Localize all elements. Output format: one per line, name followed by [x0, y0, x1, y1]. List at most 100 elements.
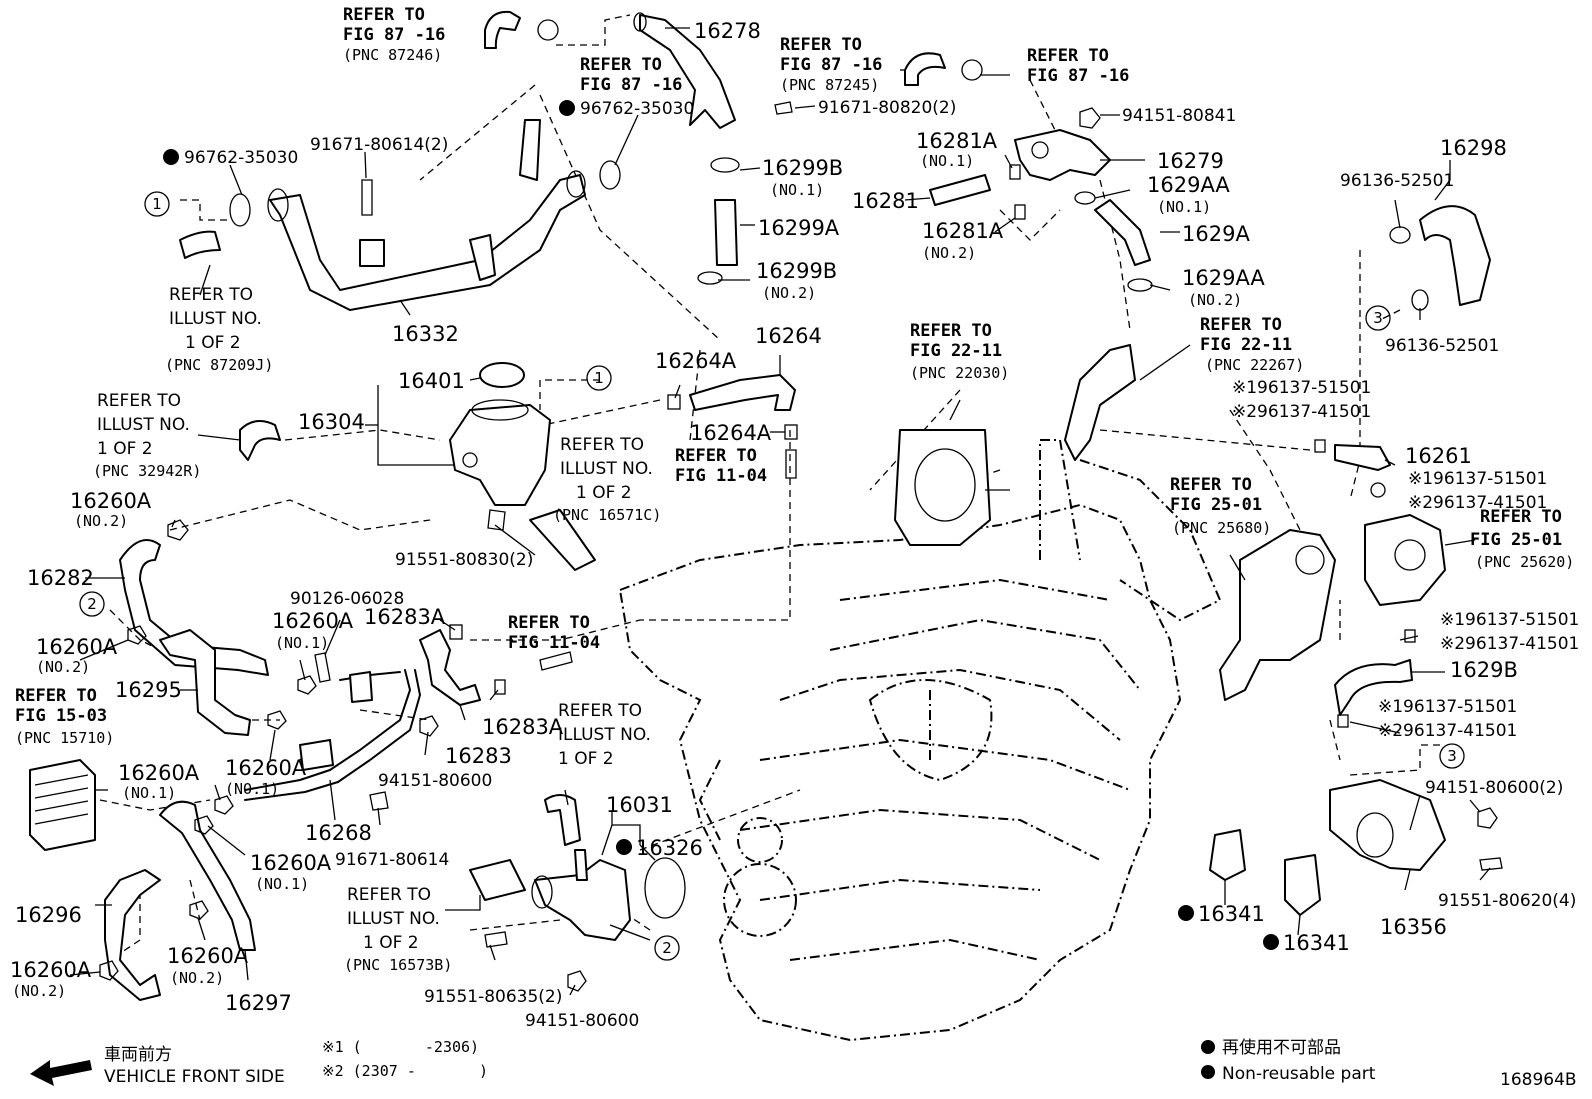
svg-text:1: 1 [594, 369, 604, 387]
bolt-91551-80620 [1479, 857, 1503, 871]
label-96137-41501-c: ※296137-41501 [1440, 634, 1579, 654]
label-94151-80600-2: 94151-80600(2) [1425, 778, 1563, 798]
legend-note-2: ※2 (2307 - ) [322, 1062, 488, 1080]
ref-25620-line2: FIG 25-01 [1470, 530, 1562, 550]
legend-dot-icon [1201, 1065, 1215, 1079]
label-96762-35030-a: 96762-35030 [184, 148, 298, 168]
legend-front-jp: 車両前方 [104, 1045, 172, 1065]
clip-16283A-a [449, 624, 463, 640]
gasket-96762-a [229, 193, 251, 227]
label-91551-80635-2: 91551-80635(2) [424, 987, 562, 1007]
marker-2-b: 2 [654, 935, 680, 961]
label-94151-80841: 94151-80841 [1122, 106, 1236, 126]
label-94151-80600-a: 94151-80600 [378, 771, 492, 791]
marker-2-a: 2 [79, 591, 105, 617]
nonreusable-dot [1178, 905, 1194, 921]
illust-87209j-line3: 1 OF 2 [185, 333, 241, 353]
ref-87246-line1: REFER TO [343, 5, 425, 25]
label-16260A-2-sub: (NO.2) [36, 658, 90, 676]
illust-lower-line2: ILLUST NO. [558, 725, 651, 745]
clip-16281A-1 [1009, 164, 1021, 180]
label-96762-35030-b: 96762-35030 [580, 99, 694, 119]
label-90126-06028: 90126-06028 [290, 589, 404, 609]
water-bypass-pipe-16332 [267, 119, 586, 311]
hose-16571c [529, 509, 596, 571]
bolt-91671-80820 [774, 101, 793, 115]
label-96137-41501-b: ※296137-41501 [1408, 493, 1547, 513]
label-96137-51501-c: ※196137-51501 [1440, 610, 1579, 630]
clamp-16260A-7 [99, 960, 119, 981]
label-16264A-a: 16264A [655, 349, 737, 373]
label-16299B-2: 16299B [756, 259, 837, 283]
label-1629AA-2-sub: (NO.2) [1188, 291, 1242, 309]
hose-16573b [469, 859, 526, 901]
illust-16571c-line2: ILLUST NO. [560, 459, 653, 479]
svg-text:2: 2 [87, 595, 97, 613]
hose-87246 [484, 10, 521, 49]
illust-lower-line3: 1 OF 2 [558, 749, 614, 769]
egr-cooler-25680 [1219, 529, 1336, 701]
ref-87246-line3: (PNC 87246) [343, 46, 442, 64]
label-16298: 16298 [1440, 136, 1507, 160]
hose-87245 [904, 52, 946, 86]
hose-32942r [239, 420, 281, 461]
clamp-16260A-8 [189, 900, 209, 920]
ref-22267-line1: REFER TO [1200, 315, 1282, 335]
label-16260A-7-sub: (NO.2) [12, 982, 66, 1000]
label-16260A-3-sub: (NO.1) [275, 634, 329, 652]
bolt-91551-80830 [487, 509, 506, 531]
clamp-16299B-1 [710, 157, 740, 173]
ref-25620-line1: REFER TO [1480, 507, 1562, 527]
svg-text:3: 3 [1373, 309, 1383, 327]
label-16281: 16281 [852, 189, 919, 213]
legend-front-en: VEHICLE FRONT SIDE [104, 1067, 285, 1087]
ref-25680-line2: FIG 25-01 [1170, 495, 1262, 515]
hose-16295 [159, 629, 251, 736]
stud-11-04-a [785, 449, 797, 479]
label-16260A-1-sub: (NO.2) [74, 512, 128, 530]
ref-87-16-b-line1: REFER TO [580, 55, 662, 75]
ref-87245-line1: REFER TO [780, 35, 862, 55]
clamp-87245 [961, 59, 983, 81]
label-16260A-5-sub: (NO.1) [122, 784, 176, 802]
label-16261: 16261 [1405, 444, 1472, 468]
svg-text:3: 3 [1447, 747, 1457, 765]
clamp-16260A-6 [194, 815, 214, 835]
bolt-91671-80614-b [369, 791, 389, 811]
label-16296: 16296 [15, 903, 82, 927]
label-16260A-6-sub: (NO.1) [255, 875, 309, 893]
label-1629B: 1629B [1450, 658, 1518, 682]
figure-id: 168964B [1500, 1070, 1577, 1090]
label-16341-a: 16341 [1198, 902, 1265, 926]
nonreusable-dot [559, 100, 575, 116]
label-91551-80830-2: 91551-80830(2) [395, 550, 533, 570]
illust-87209j-line1: REFER TO [169, 285, 253, 305]
marker-3-a: 3 [1365, 305, 1391, 331]
label-16260A-6: 16260A [250, 851, 332, 875]
illust-87209j-line2: ILLUST NO. [169, 309, 262, 329]
water-pipe-16278 [633, 12, 736, 129]
label-16264A-b: 16264A [690, 421, 772, 445]
label-16260A-3: 16260A [272, 609, 354, 633]
ref-25620-line3: (PNC 25620) [1475, 553, 1574, 571]
hose-16281 [929, 174, 991, 206]
label-16332: 16332 [392, 322, 459, 346]
ref-87-16-d-line1: REFER TO [1027, 46, 1109, 66]
gasket-96762-b [599, 160, 621, 190]
marker-1-a: 1 [144, 191, 170, 217]
label-16260A-8-sub: (NO.2) [170, 969, 224, 987]
legend-nonreuse-jp: 再使用不可部品 [1222, 1037, 1341, 1058]
label-16260A-1: 16260A [70, 489, 152, 513]
clamp-16260A-4 [267, 710, 287, 730]
ref-22030-line1: REFER TO [910, 321, 992, 341]
water-pipe-16268 [244, 669, 421, 801]
label-96137-41501-a: ※296137-41501 [1232, 402, 1371, 422]
label-16260A-4-sub: (NO.1) [225, 780, 279, 798]
label-1629AA-2: 1629AA [1182, 266, 1265, 290]
nonreusable-dot [1263, 934, 1279, 950]
illust-16571c-line3: 1 OF 2 [576, 483, 632, 503]
illust-16571c-line1: REFER TO [560, 435, 644, 455]
illust-16573b-line2: ILLUST NO. [347, 909, 440, 929]
ref-87245-line3: (PNC 87245) [780, 76, 879, 94]
